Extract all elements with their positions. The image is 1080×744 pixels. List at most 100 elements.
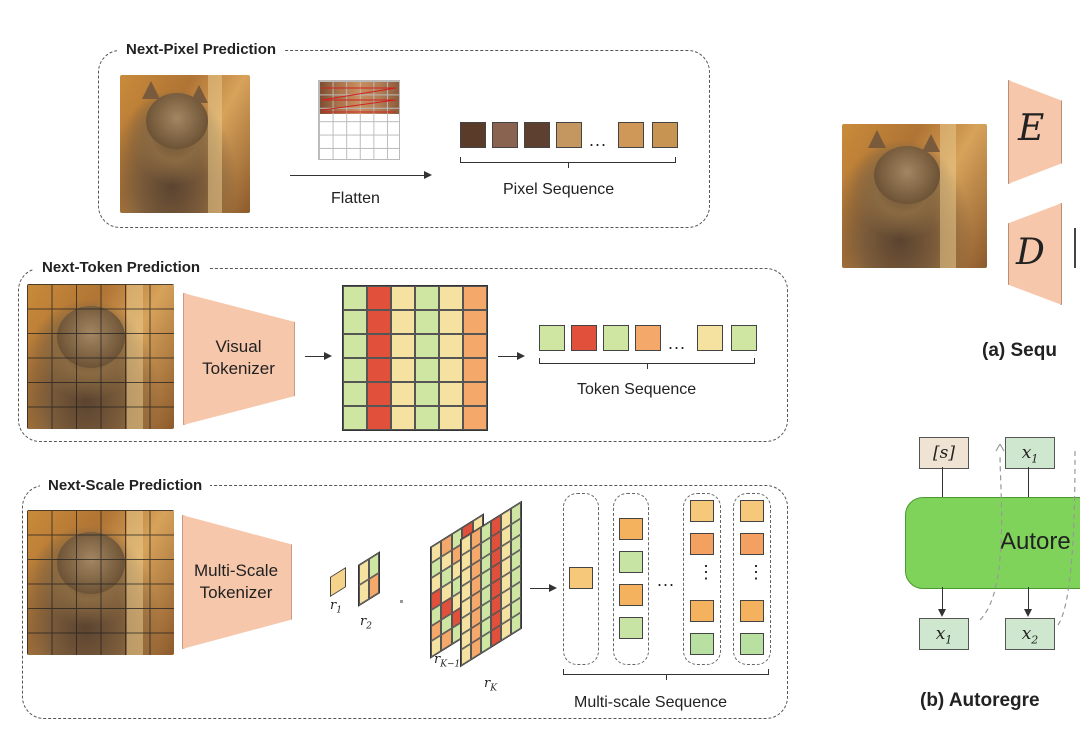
caption-a: (a) Sequ <box>982 340 1057 361</box>
multiscale-bracket <box>563 669 769 680</box>
token-bracket <box>539 358 755 369</box>
token-cell <box>571 325 597 351</box>
cat-image <box>120 75 250 213</box>
next-scale-panel <box>22 485 788 719</box>
heatmap-cell <box>439 382 463 406</box>
visual-tokenizer-label: Visual Tokenizer <box>202 337 275 378</box>
heatmap-cell <box>343 358 367 382</box>
scale-dot <box>400 600 403 603</box>
heatmap-cell <box>463 286 487 310</box>
edge-start-ar <box>942 467 944 497</box>
heatmap-cell <box>439 358 463 382</box>
output-token-x2: x2 <box>1005 618 1055 650</box>
scale-token <box>619 551 643 573</box>
scale-rk-label: rK <box>484 676 497 694</box>
pixel-grid-icon <box>318 80 400 160</box>
heatmap-cell <box>367 406 391 430</box>
heatmap-cell <box>415 310 439 334</box>
scale-column-k <box>733 493 771 665</box>
heatmap-cell <box>367 382 391 406</box>
feedback-arcs <box>979 443 1076 626</box>
scale-token <box>740 600 764 622</box>
pixel-cell <box>556 122 582 148</box>
scale-column-k1 <box>683 493 721 665</box>
output-token-x1: x1 <box>919 618 969 650</box>
heatmap-cell <box>391 406 415 430</box>
start-token-node: [s] <box>919 437 969 469</box>
token-cell <box>539 325 565 351</box>
flatten-arrow <box>290 169 432 181</box>
edge-ar-x1 <box>936 587 948 617</box>
pixel-cell <box>492 122 518 148</box>
scale-ellipsis: ... <box>657 570 676 590</box>
token-ellipsis: ... <box>668 333 687 353</box>
scale-token <box>619 617 643 639</box>
flatten-label: Flatten <box>331 190 380 207</box>
heatmap-cell <box>415 406 439 430</box>
token-cell <box>603 325 629 351</box>
scale-token <box>690 633 714 655</box>
heatmap-cell <box>367 286 391 310</box>
pixel-ellipsis: ... <box>589 130 608 150</box>
pixel-bracket <box>460 157 676 168</box>
scale-token <box>740 633 764 655</box>
scale-token <box>740 533 764 555</box>
pixel-sequence-label: Pixel Sequence <box>503 181 615 198</box>
heatmap-cell <box>463 406 487 430</box>
heatmap-cell <box>439 286 463 310</box>
caption-b: (b) Autoregre <box>920 690 1040 711</box>
next-token-title: Next-Token Prediction <box>34 259 209 276</box>
decoder-block <box>1008 203 1062 305</box>
cat-image-right <box>842 124 987 268</box>
token-cell <box>697 325 723 351</box>
token-cell <box>731 325 757 351</box>
next-scale-title: Next-Scale Prediction <box>40 477 211 494</box>
cat-image-gridded <box>27 284 174 429</box>
multiscale-arrow <box>530 582 557 594</box>
scale-token <box>619 518 643 540</box>
cropped-glyph <box>1074 228 1080 268</box>
autoregressive-model <box>905 497 1080 589</box>
tokenmap-arrow <box>498 350 525 362</box>
heatmap-cell <box>415 286 439 310</box>
edge-x1-ar <box>1028 467 1030 497</box>
token-sequence-label: Token Sequence <box>577 381 697 398</box>
heatmap-cell <box>439 334 463 358</box>
heatmap-cell <box>463 382 487 406</box>
scale-token <box>569 567 593 589</box>
token-cell <box>635 325 661 351</box>
heatmap-cell <box>343 334 367 358</box>
next-token-panel <box>18 268 788 442</box>
scale-column-2 <box>613 493 649 665</box>
scale-rk1-label: rK−1 <box>434 652 461 670</box>
heatmap-cell <box>391 358 415 382</box>
scale-r1-label: r1 <box>330 598 342 616</box>
edge-ar-x2 <box>1022 587 1034 617</box>
next-pixel-panel <box>98 50 710 228</box>
heatmap-cell <box>367 310 391 334</box>
heatmap-cell <box>391 382 415 406</box>
heatmap-cell <box>415 382 439 406</box>
heatmap-cell <box>439 406 463 430</box>
scale-token <box>619 584 643 606</box>
scale-token <box>740 500 764 522</box>
next-pixel-title: Next-Pixel Prediction <box>118 41 285 58</box>
scale-token <box>690 600 714 622</box>
heatmap-cell <box>343 310 367 334</box>
scale-column-1 <box>563 493 599 665</box>
scale-vdots: ⋮ <box>697 562 716 582</box>
pixel-cell <box>652 122 678 148</box>
multi-scale-tokenizer-label: Multi-Scale Tokenizer <box>193 561 279 602</box>
heatmap-cell <box>415 358 439 382</box>
heatmap-cell <box>343 382 367 406</box>
heatmap-cell <box>439 310 463 334</box>
token-map-grid <box>342 285 488 431</box>
heatmap-cell <box>463 358 487 382</box>
heatmap-cell <box>391 334 415 358</box>
heatmap-cell <box>415 334 439 358</box>
pixel-cell <box>524 122 550 148</box>
heatmap-cell <box>343 286 367 310</box>
multiscale-sequence-label: Multi-scale Sequence <box>574 694 727 711</box>
heatmap-cell <box>463 310 487 334</box>
input-token-x1: x1 <box>1005 437 1055 469</box>
